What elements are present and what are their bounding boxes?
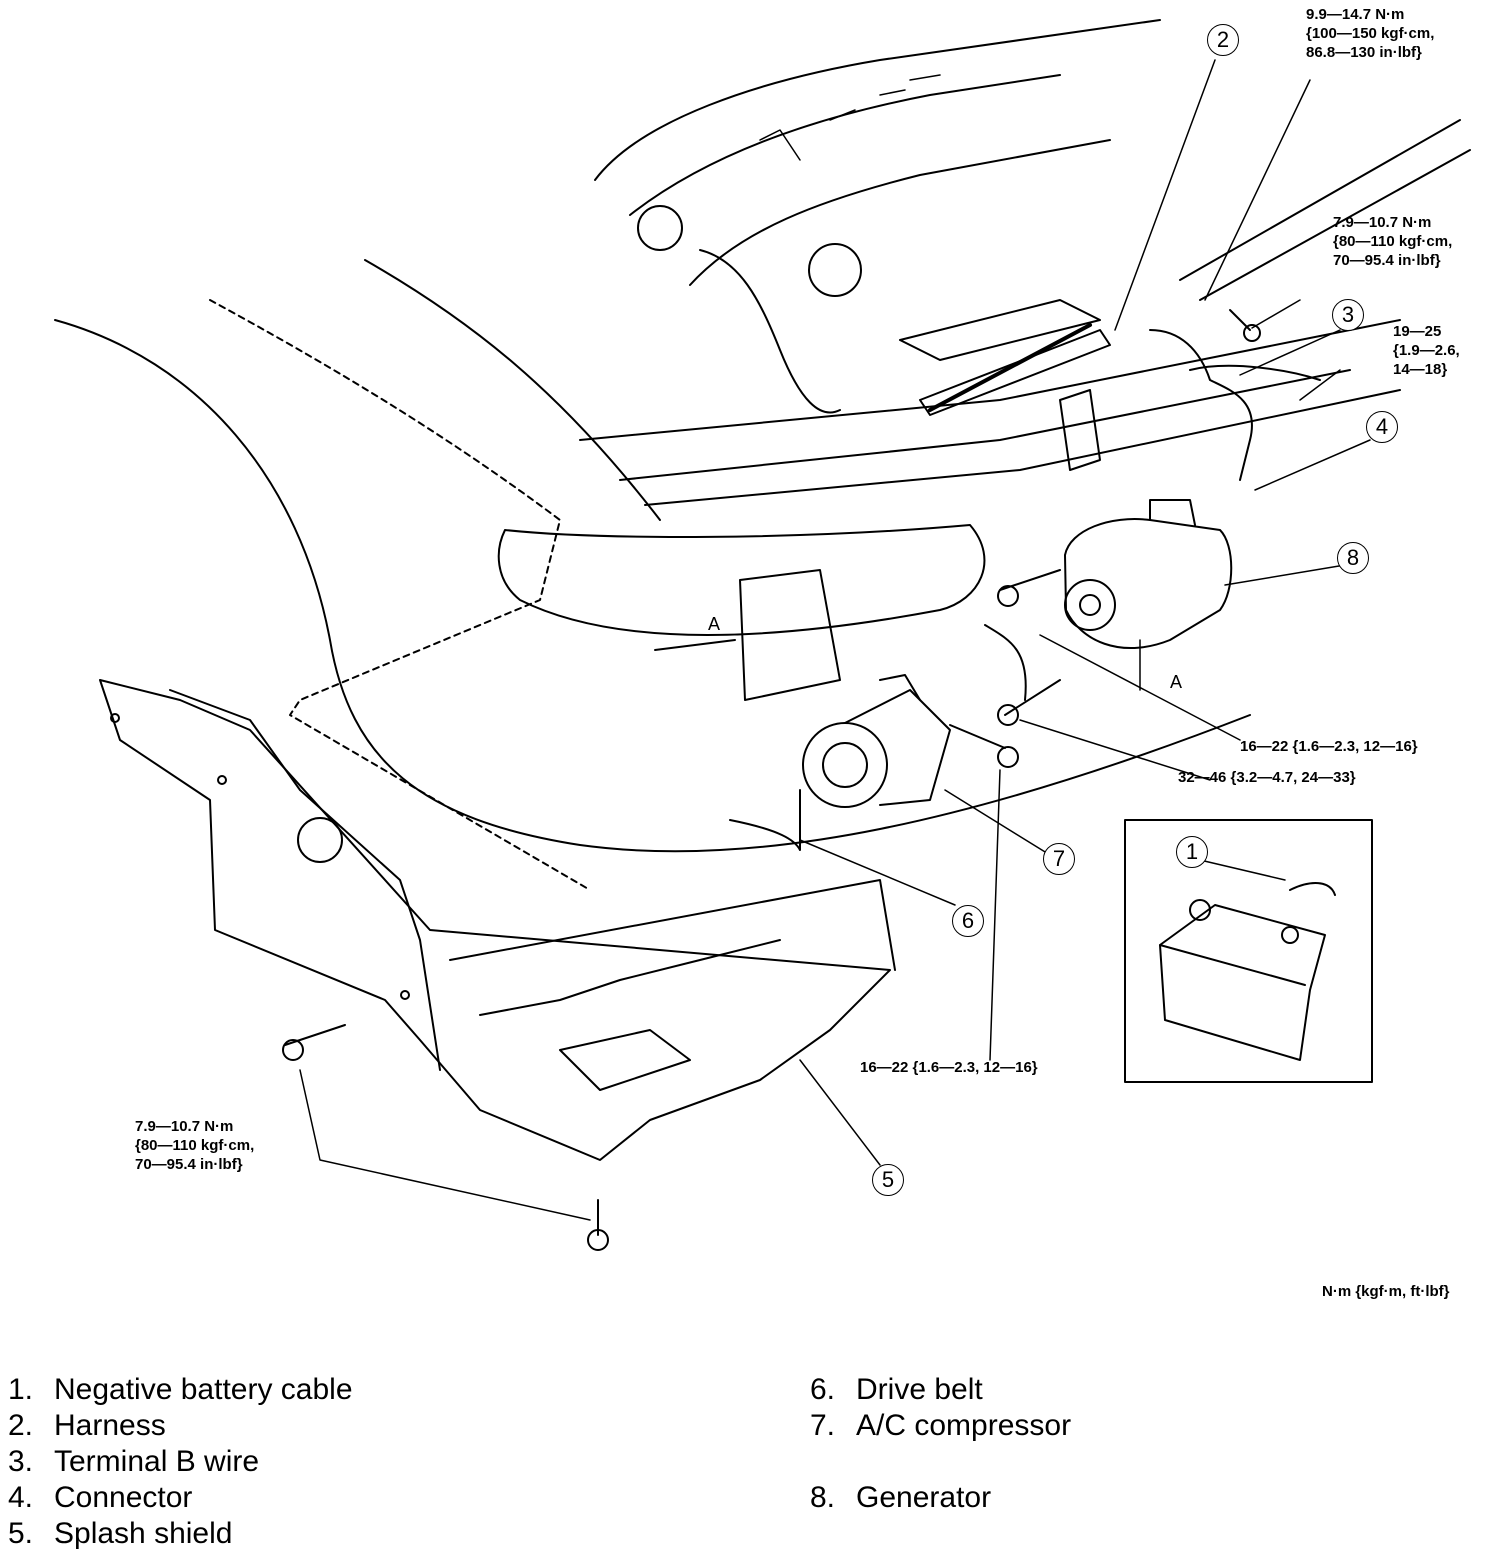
legend-item: 6. Drive belt xyxy=(810,1372,1071,1408)
legend-item: 8. Generator xyxy=(810,1480,1071,1516)
legend-item: 5. Splash shield xyxy=(8,1516,353,1552)
torque-line: 7.9—10.7 N·m xyxy=(135,1118,234,1135)
torque-line: 70—95.4 in·lbf} xyxy=(135,1156,243,1173)
splash-shield-part xyxy=(99,679,896,1161)
legend-label: Terminal B wire xyxy=(54,1445,260,1478)
legend-label: Splash shield xyxy=(54,1517,233,1550)
torque-spec-lower-generator-bolt: 32—46 {3.2—4.7, 24—33} xyxy=(1178,769,1356,786)
legend-number: 5. xyxy=(8,1517,34,1550)
torque-line: 70—95.4 in·lbf} xyxy=(1333,252,1441,269)
torque-line: 19—25 xyxy=(1393,323,1442,340)
torque-line: {100—150 kgf·cm, xyxy=(1306,25,1435,42)
legend-item: 7. A/C compressor xyxy=(810,1408,1071,1444)
legend-number: 8. xyxy=(810,1481,836,1514)
legend-number: 4. xyxy=(8,1481,34,1514)
legend-right-column: 6. Drive belt 7. A/C compressor 8. Generato… xyxy=(810,1372,1071,1516)
torque-spec-splash-shield-bolt: 7.9—10.7 N·m {80—110 kgf·cm, 70—95.4 in·… xyxy=(135,1117,254,1174)
callout-8: 8 xyxy=(1337,542,1369,574)
torque-line: {80—110 kgf·cm, xyxy=(135,1137,255,1154)
legend-label: Drive belt xyxy=(856,1373,983,1406)
legend-number: 3. xyxy=(8,1445,34,1478)
torque-spec-harness-bolt: 9.9—14.7 N·m {100—150 kgf·cm, 86.8—130 i… xyxy=(1306,5,1434,62)
drive-belt-part xyxy=(729,789,801,851)
legend-label: Harness xyxy=(54,1409,166,1442)
parts-legend: 1. Negative battery cable 2. Harness 3. Ter… xyxy=(0,1372,1504,1562)
torque-spec-terminal-bolt: 7.9—10.7 N·m {80—110 kgf·cm, 70—95.4 in·… xyxy=(1333,213,1452,270)
legend-label: A/C compressor xyxy=(856,1409,1072,1442)
callout-7: 7 xyxy=(1043,843,1075,875)
leader-lines xyxy=(299,59,1371,1221)
legend-item: 4. Connector xyxy=(8,1480,353,1516)
legend-number: 6. xyxy=(810,1373,836,1406)
legend-number: 2. xyxy=(8,1409,34,1442)
callout-6: 6 xyxy=(952,905,984,937)
torque-spec-compressor-bolt: 16—22 {1.6—2.3, 12—16} xyxy=(860,1059,1038,1076)
callout-5: 5 xyxy=(872,1164,904,1196)
torque-line: {80—110 kgf·cm, xyxy=(1333,233,1453,250)
legend-item: 1. Negative battery cable xyxy=(8,1372,353,1408)
exploded-view-diagram xyxy=(54,19,1471,1251)
callout-1: 1 xyxy=(1176,836,1208,868)
legend-item: 2. Harness xyxy=(8,1408,353,1444)
torque-line: {1.9—2.6, xyxy=(1393,342,1460,359)
engine-outline xyxy=(579,19,1471,506)
harness-part xyxy=(928,323,1321,481)
callout-4: 4 xyxy=(1366,411,1398,443)
legend-label: Connector xyxy=(54,1481,193,1514)
ac-compressor-part xyxy=(802,674,1006,808)
legend-label: Generator xyxy=(856,1481,992,1514)
legend-item: 3. Terminal B wire xyxy=(8,1444,353,1480)
reference-mark-a: A xyxy=(1170,672,1183,692)
reference-mark-a: A xyxy=(708,614,721,634)
legend-number: 1. xyxy=(8,1373,34,1406)
torque-spec-upper-generator-bolt: 16—22 {1.6—2.3, 12—16} xyxy=(1240,738,1418,755)
units-note: N·m {kgf·m, ft·lbf} xyxy=(1322,1283,1450,1300)
torque-spec-terminal-nut: 19—25 {1.9—2.6, 14—18} xyxy=(1393,322,1460,379)
torque-line: 86.8—130 in·lbf} xyxy=(1306,44,1422,61)
torque-line: 9.9—14.7 N·m xyxy=(1306,6,1405,23)
fender-outline xyxy=(54,259,1251,891)
legend-label: Negative battery cable xyxy=(54,1373,353,1406)
battery-inset xyxy=(1124,819,1373,1083)
legend-number: 7. xyxy=(810,1409,836,1442)
torque-line: 14—18} xyxy=(1393,361,1448,378)
callout-2: 2 xyxy=(1207,24,1239,56)
torque-line: 7.9—10.7 N·m xyxy=(1333,214,1432,231)
mount-bracket xyxy=(497,524,986,701)
bolts xyxy=(282,309,1261,1251)
callout-3: 3 xyxy=(1332,299,1364,331)
legend-left-column: 1. Negative battery cable 2. Harness 3. Ter… xyxy=(8,1372,353,1552)
generator-part xyxy=(984,499,1233,716)
